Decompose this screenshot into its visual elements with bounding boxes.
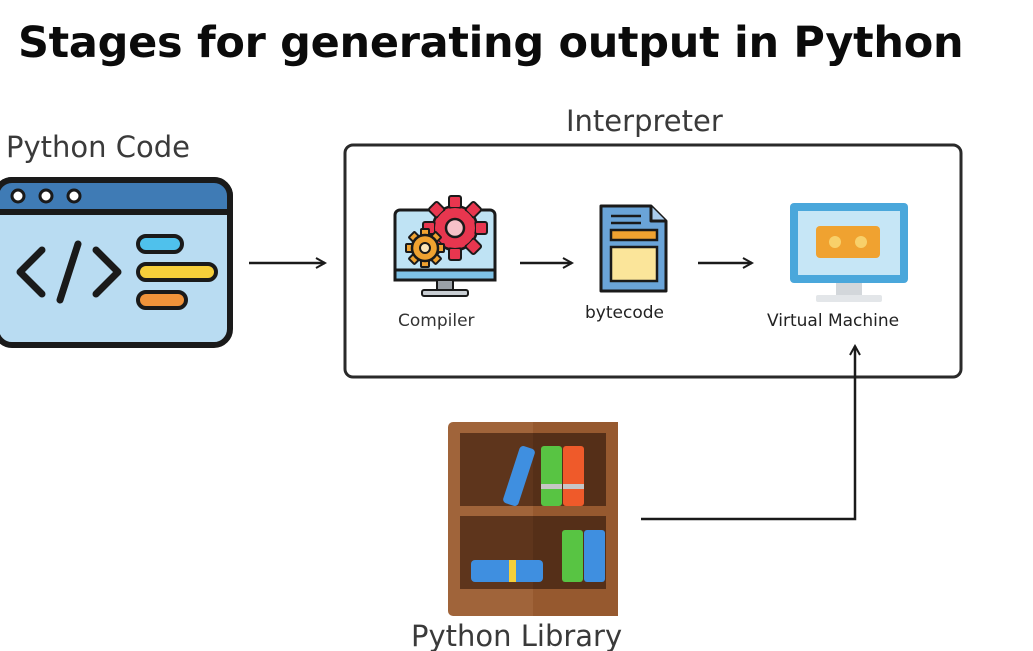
code-window-icon (0, 177, 233, 348)
compiler-label: Compiler (398, 311, 475, 331)
python-code-label: Python Code (6, 130, 190, 164)
interpreter-label: Interpreter (566, 104, 723, 138)
bytecode-label: bytecode (585, 303, 664, 323)
virtual-machine-label: Virtual Machine (767, 311, 900, 331)
arrow-library-to-vm (641, 346, 855, 521)
python-library-label: Python Library (411, 619, 623, 651)
monitor-gears-icon (393, 195, 497, 297)
bookshelf-icon (448, 422, 618, 616)
document-icon (599, 204, 668, 293)
page-title: Stages for generating output in Python (18, 18, 964, 68)
interpreter-box (343, 143, 963, 379)
monitor-icon (790, 203, 908, 302)
